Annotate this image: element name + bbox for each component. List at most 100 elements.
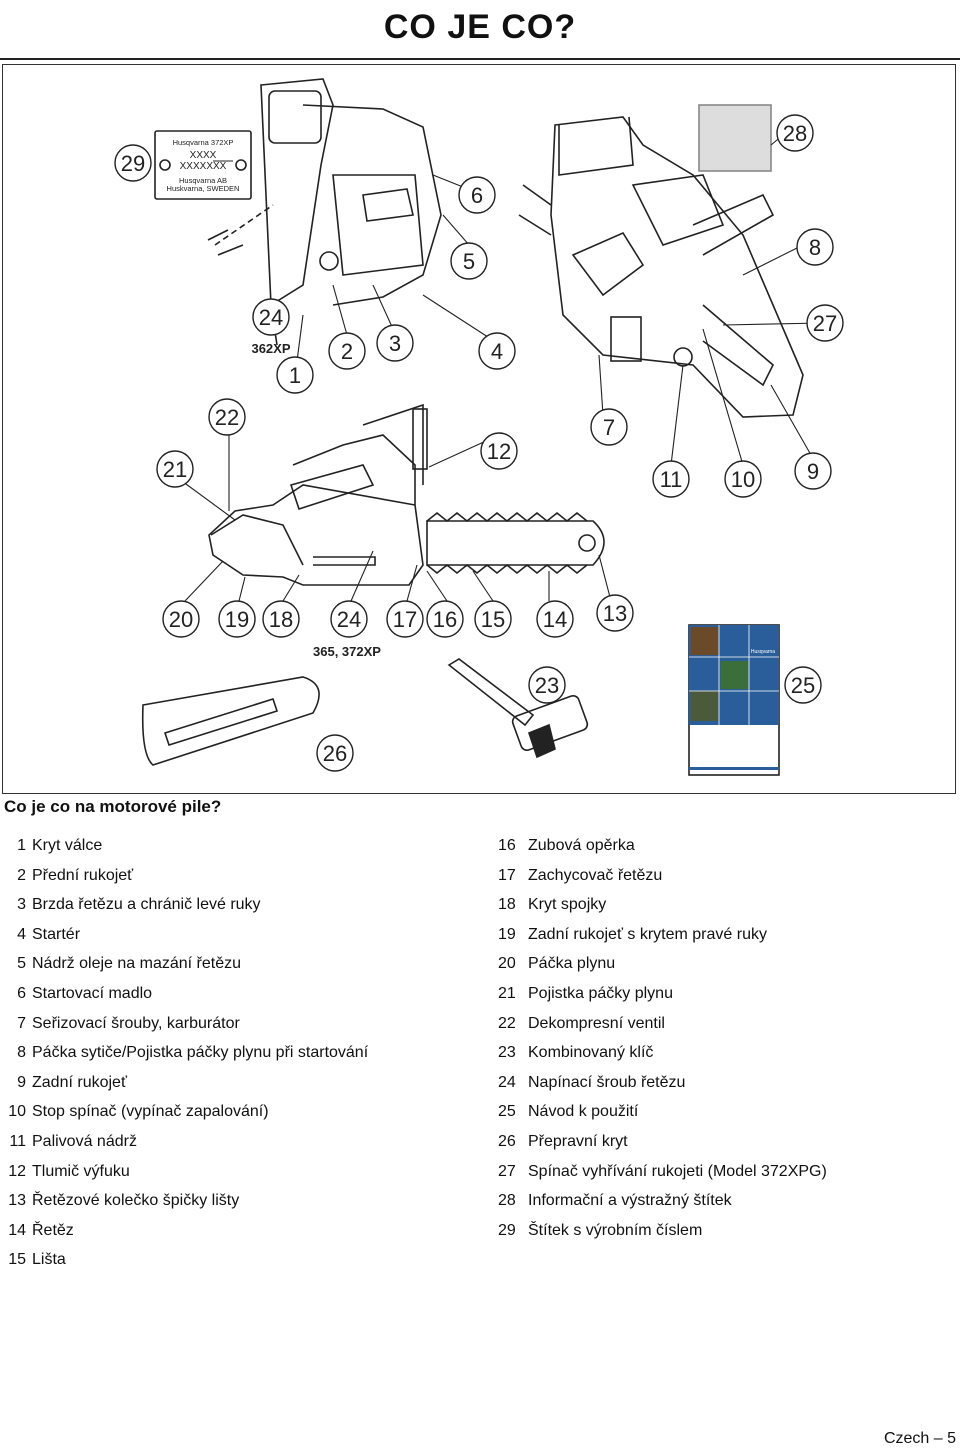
callout-markers: 29 28 6 8 5 27 24 2 3 4 1 22 7 12 21 11 … — [114, 114, 844, 772]
callout-23: 23 — [535, 673, 559, 698]
list-item: 5 Nádrž oleje na mazání řetězu — [0, 954, 368, 984]
part-label: Seřizovací šrouby, karburátor — [32, 1014, 240, 1032]
callout-13: 13 — [603, 601, 627, 626]
callout-29: 29 — [121, 151, 145, 176]
part-number: 18 — [498, 896, 516, 914]
part-number: 5 — [17, 955, 26, 973]
part-label: Tlumič výfuku — [32, 1162, 130, 1180]
chainsaw-parts-figure: Husqvarna 372XP XXXX XXXXXXX Husqvarna A… — [2, 64, 956, 794]
part-number: 7 — [17, 1014, 26, 1032]
part-number: 26 — [498, 1132, 516, 1150]
part-label: Zadní rukojeť s krytem pravé ruky — [528, 925, 767, 943]
part-label: Nádrž oleje na mazání řetězu — [32, 955, 241, 973]
callout-21: 21 — [163, 457, 187, 482]
list-item: 12 Tlumič výfuku — [0, 1162, 368, 1192]
callout-10: 10 — [731, 467, 755, 492]
callout-6: 6 — [471, 183, 483, 208]
part-label: Řetězové kolečko špičky lišty — [32, 1192, 240, 1210]
part-number: 29 — [498, 1221, 516, 1239]
plate-line-4: Husqvarna AB — [179, 176, 227, 185]
callout-24-top: 24 — [259, 305, 283, 330]
list-item: 18 Kryt spojky — [498, 895, 827, 925]
bar-cover — [141, 676, 320, 766]
part-number: 24 — [498, 1073, 516, 1091]
callout-26: 26 — [323, 741, 347, 766]
list-item: 26 Přepravní kryt — [498, 1132, 827, 1162]
callout-18: 18 — [269, 607, 293, 632]
callout-3: 3 — [389, 331, 401, 356]
callout-25: 25 — [791, 673, 815, 698]
callout-4: 4 — [491, 339, 503, 364]
part-label: Informační a výstražný štítek — [528, 1192, 732, 1210]
leader-lines — [170, 134, 824, 612]
part-number: 25 — [498, 1103, 516, 1121]
part-number: 21 — [498, 984, 516, 1002]
callout-22: 22 — [215, 405, 239, 430]
list-item: 22 Dekompresní ventil — [498, 1014, 827, 1044]
part-number: 17 — [498, 866, 516, 884]
part-label: Kryt spojky — [528, 896, 607, 914]
part-number: 10 — [8, 1103, 26, 1121]
list-item: 2 Přední rukojeť — [0, 866, 368, 896]
part-number: 11 — [9, 1132, 26, 1150]
rating-plate: Husqvarna 372XP XXXX XXXXXXX Husqvarna A… — [154, 130, 252, 200]
plate-line-1: Husqvarna 372XP — [173, 138, 234, 147]
part-label: Přepravní kryt — [528, 1132, 628, 1150]
warning-label-sticker — [698, 104, 772, 172]
part-label: Řetěz — [32, 1221, 74, 1239]
part-number: 27 — [498, 1162, 516, 1180]
part-number: 13 — [8, 1192, 26, 1210]
part-label: Přední rukojeť — [32, 866, 134, 884]
part-number: 4 — [17, 925, 26, 943]
part-number: 6 — [17, 984, 26, 1002]
manual-brand: Husqvarna — [751, 649, 775, 655]
part-number: 23 — [498, 1044, 516, 1062]
part-label: Páčka sytiče/Pojistka páčky plynu při st… — [32, 1044, 369, 1062]
callout-20: 20 — [169, 607, 193, 632]
part-label: Zubová opěrka — [528, 837, 635, 854]
list-item: 3 Brzda řetězu a chránič levé ruky — [0, 895, 368, 925]
part-label: Dekompresní ventil — [528, 1014, 665, 1032]
chainsaw-illustration: Husqvarna 372XP XXXX XXXXXXX Husqvarna A… — [114, 78, 844, 776]
chainsaw-side-view — [518, 116, 804, 418]
part-number: 1 — [17, 837, 26, 854]
part-number: 22 — [498, 1014, 516, 1032]
plate-line-3: XXXXXXX — [180, 161, 227, 172]
callout-19: 19 — [225, 607, 249, 632]
callout-8: 8 — [809, 235, 821, 260]
part-number: 2 — [17, 866, 26, 884]
callout-15: 15 — [481, 607, 505, 632]
callout-27: 27 — [813, 311, 837, 336]
part-label: Pojistka páčky plynu — [528, 984, 673, 1002]
list-item: 4 Startér — [0, 925, 368, 955]
title-divider — [0, 58, 960, 60]
part-number: 14 — [8, 1221, 26, 1239]
chainsaw-rear-view — [207, 78, 442, 346]
callout-17: 17 — [393, 607, 417, 632]
list-item: 16 Zubová opěrka — [498, 836, 827, 866]
part-number: 12 — [8, 1162, 26, 1180]
operators-manual: Husqvarna — [688, 624, 780, 776]
list-item: 13 Řetězové kolečko špičky lišty — [0, 1191, 368, 1221]
part-label: Páčka plynu — [528, 955, 616, 973]
callout-11: 11 — [660, 467, 683, 492]
part-number: 9 — [17, 1073, 26, 1091]
part-label: Návod k použití — [528, 1103, 639, 1121]
part-label: Startér — [32, 925, 81, 943]
part-label: Zadní rukojeť — [32, 1073, 127, 1091]
part-label: Brzda řetězu a chránič levé ruky — [32, 896, 261, 914]
part-number: 16 — [498, 837, 516, 854]
page-title: CO JE CO? — [383, 8, 577, 46]
list-item: 7 Seřizovací šrouby, karburátor — [0, 1014, 368, 1044]
chainsaw-full-view — [208, 403, 605, 586]
part-number: 3 — [17, 896, 26, 914]
callout-24-bottom: 24 — [337, 607, 361, 632]
